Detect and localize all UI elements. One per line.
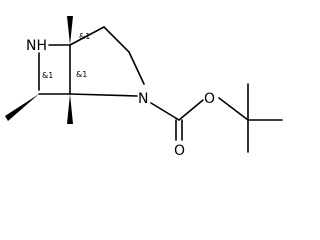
wedge-bond-top-h <box>67 16 73 45</box>
bond-ch2-n <box>128 51 145 85</box>
bond-ester-o-tert-carbon <box>218 97 249 121</box>
atom-label-ester-o: O <box>204 91 215 107</box>
wedge-bond-bottom-h <box>67 94 73 124</box>
wedge-bond-methyl <box>5 94 39 121</box>
stereo-labels: &1 &1 &1 <box>42 32 90 80</box>
bonds <box>5 16 283 153</box>
atom-label-carbonyl-o: O <box>174 143 185 157</box>
bond-ch2-ch2 <box>103 26 130 53</box>
atom-labels: NH N O O <box>26 38 215 157</box>
bond-carbonyl-carbon-ester-o <box>178 99 204 121</box>
molecule-diagram: NH N O O &1 &1 &1 <box>5 16 283 157</box>
stereo-label-bottom: &1 <box>42 71 53 80</box>
atom-label-ring-n: N <box>138 91 148 107</box>
bond-top-bridgehead-ch2 <box>69 26 105 46</box>
stereo-label-top: &1 <box>79 32 90 41</box>
atom-label-nh: NH <box>26 38 47 54</box>
bond-n-carbonyl-carbon <box>150 102 180 121</box>
stereo-label-middle: &1 <box>76 70 87 79</box>
bond-bottom-bridgehead-n <box>69 93 138 97</box>
